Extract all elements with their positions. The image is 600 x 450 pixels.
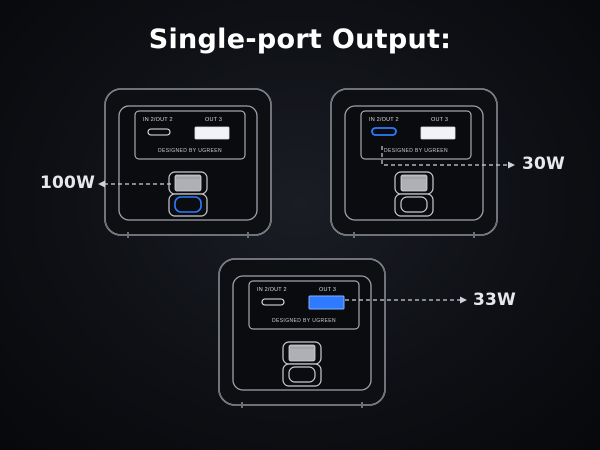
port-label-in2-out2: IN 2/OUT 2 [143,117,173,123]
dashed-arrow-33w [345,296,467,304]
usb-a-port [308,295,345,310]
charger-body [104,88,272,238]
brand-label: DESIGNED BY UGREEN [157,148,223,154]
port-label-out3: OUT 3 [319,287,337,293]
dashed-arrow-100w [98,180,172,188]
brand-label: DESIGNED BY UGREEN [383,148,449,154]
brand-label: DESIGNED BY UGREEN [271,318,337,324]
page-title: Single-port Output: [148,24,452,55]
charger-100w: IN 2/OUT 2 OUT 3 DESIGNED BY UGREEN [104,88,272,238]
charger-30w: IN 2/OUT 2 OUT 3 DESIGNED BY UGREEN [330,88,498,238]
usb-a-port [194,126,230,140]
usb-c-port [147,128,171,136]
dashed-arrow-30w [381,146,515,169]
watt-label-33w: 33W [473,290,517,310]
watt-label-100w: 100W [40,173,96,193]
port-label-out3: OUT 3 [431,117,449,123]
charger-body [218,258,386,408]
watt-label-30w: 30W [522,154,566,174]
port-label-in2-out2: IN 2/OUT 2 [257,287,287,293]
port-label-out3: OUT 3 [205,117,223,123]
charger-body [330,88,498,238]
usb-c-port [261,298,285,306]
port-label-in2-out2: IN 2/OUT 2 [369,117,399,123]
usb-a-port [420,126,456,140]
usb-c-port [371,127,397,136]
charger-33w: IN 2/OUT 2 OUT 3 DESIGNED BY UGREEN [218,258,386,408]
